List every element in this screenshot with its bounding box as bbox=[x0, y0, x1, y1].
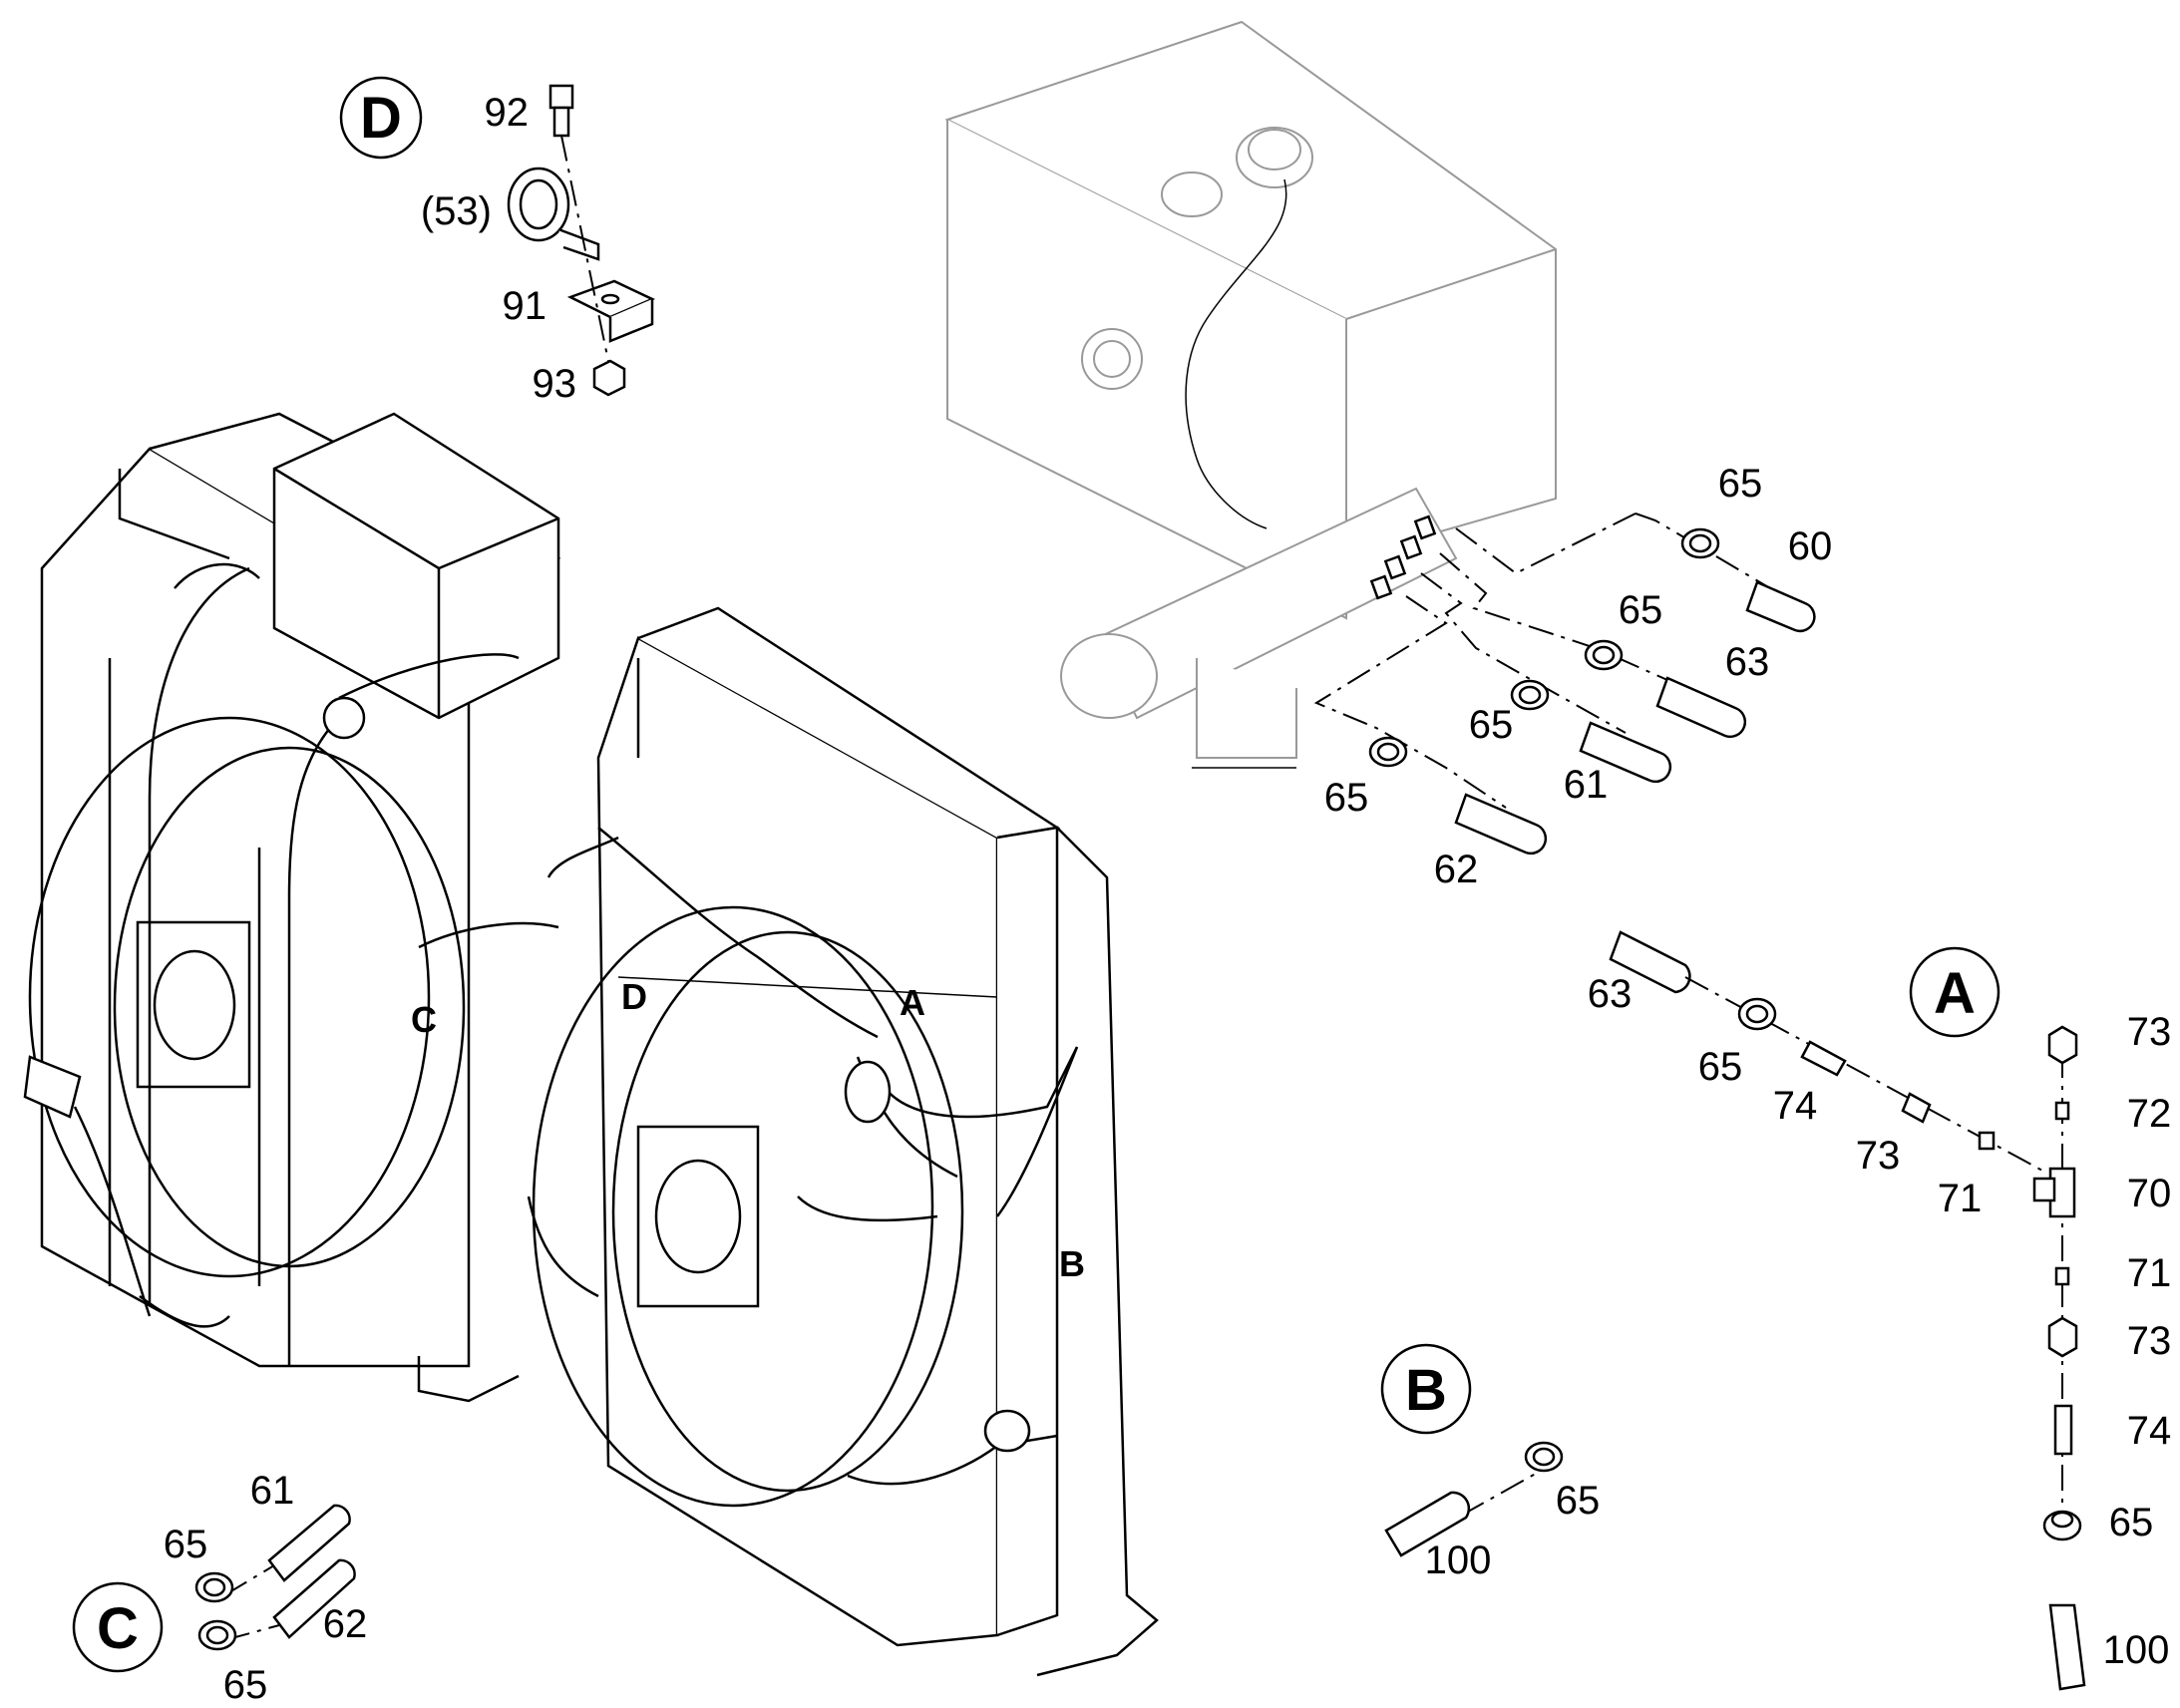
detail-d-marker bbox=[339, 76, 423, 160]
fitting-74 bbox=[1800, 1040, 1847, 1077]
callout-label: 73 bbox=[2127, 1319, 2172, 1363]
callout-label: 65 bbox=[164, 1523, 208, 1566]
detail-b-marker bbox=[1380, 1343, 1472, 1435]
callout-label: 62 bbox=[1434, 848, 1479, 891]
detail-c-letter: C bbox=[97, 1596, 139, 1661]
detail-a-marker bbox=[1909, 946, 2000, 1038]
nut-73 bbox=[2047, 1025, 2078, 1065]
hose-clamp-part bbox=[197, 1619, 237, 1651]
detail-d-letter: D bbox=[360, 86, 402, 151]
locator-b: B bbox=[1059, 1243, 1085, 1284]
callout-label: 71 bbox=[2127, 1251, 2172, 1295]
screw-part bbox=[548, 84, 574, 138]
fitting-74 bbox=[2053, 1404, 2073, 1456]
detail-c: C 61 65 62 65 bbox=[72, 1469, 368, 1707]
hose-clamp-part bbox=[1584, 639, 1624, 671]
callout-label: 100 bbox=[1425, 1538, 1492, 1582]
callout-label: 63 bbox=[1725, 640, 1770, 684]
detail-b: B 65 100 bbox=[1380, 1343, 1601, 1582]
callout-label: 72 bbox=[2127, 1092, 2172, 1136]
callout-label: 60 bbox=[1788, 524, 1833, 568]
callout-label: 65 bbox=[1698, 1045, 1743, 1089]
callout-label: 74 bbox=[1773, 1084, 1818, 1128]
hose-61 bbox=[1579, 721, 1672, 784]
callout-label: 71 bbox=[1938, 1177, 1983, 1220]
callout-label: 62 bbox=[323, 1602, 368, 1646]
locator-d: D bbox=[621, 976, 647, 1017]
callout-label: 65 bbox=[1619, 588, 1663, 632]
callout-label: 65 bbox=[2109, 1501, 2154, 1544]
callout-label: 63 bbox=[1588, 972, 1633, 1016]
bracket-part bbox=[566, 279, 656, 343]
callout-label: 100 bbox=[2103, 1628, 2170, 1672]
callout-label: 93 bbox=[533, 362, 577, 406]
nut-part bbox=[592, 359, 626, 397]
detail-a-letter: A bbox=[1934, 961, 1976, 1026]
callout-label: 61 bbox=[1564, 763, 1609, 807]
callout-label: 65 bbox=[1556, 1479, 1601, 1523]
radiator-assembly: C D A B bbox=[23, 412, 1159, 1677]
tank-hose-explosion: 65 60 65 63 65 61 65 62 bbox=[1313, 462, 1833, 891]
callout-label: 74 bbox=[2127, 1409, 2172, 1453]
hose-100 bbox=[1384, 1491, 1471, 1557]
hose-61 bbox=[267, 1504, 351, 1582]
detail-a: A 63 65 74 73 71 73 72 70 bbox=[1588, 930, 2172, 1691]
callout-label: 92 bbox=[485, 91, 530, 135]
callout-label: 70 bbox=[2127, 1172, 2172, 1215]
hose-clamp-part bbox=[1368, 736, 1408, 768]
clamp-part bbox=[507, 167, 600, 261]
hose-clamp-part bbox=[1510, 679, 1550, 711]
hose-63 bbox=[1609, 930, 1691, 994]
locator-a: A bbox=[900, 982, 925, 1023]
locator-c: C bbox=[411, 999, 437, 1040]
hose-62 bbox=[1454, 793, 1548, 855]
callout-label: 73 bbox=[2127, 1010, 2172, 1054]
hose-clamp-part bbox=[1680, 527, 1720, 559]
detail-c-marker bbox=[72, 1581, 164, 1673]
callout-label: 65 bbox=[1718, 462, 1763, 506]
callout-label: 65 bbox=[1469, 703, 1514, 747]
ferrule-71 bbox=[2054, 1266, 2070, 1286]
hose-60 bbox=[1745, 580, 1816, 633]
detail-b-letter: B bbox=[1405, 1358, 1447, 1423]
callout-label: 73 bbox=[1856, 1134, 1901, 1178]
hose-100 bbox=[2048, 1603, 2086, 1691]
callout-label: 91 bbox=[503, 284, 547, 328]
callout-label: 65 bbox=[1324, 776, 1369, 820]
nut-73 bbox=[1901, 1092, 1932, 1124]
callout-label: 65 bbox=[223, 1663, 268, 1707]
ferrule-72 bbox=[2054, 1101, 2070, 1121]
ferrule-71 bbox=[1978, 1131, 1996, 1151]
expansion-tank-assembly bbox=[944, 20, 1557, 769]
callout-label: (53) bbox=[421, 189, 492, 233]
hose-63 bbox=[1655, 676, 1747, 739]
nut-73 bbox=[2047, 1316, 2078, 1358]
tee-70 bbox=[2032, 1167, 2076, 1218]
hose-clamp-part bbox=[2042, 1510, 2082, 1541]
hose-clamp-part bbox=[1737, 997, 1777, 1031]
hose-clamp-part bbox=[1524, 1441, 1564, 1473]
hose-62 bbox=[272, 1558, 356, 1639]
callout-label: 61 bbox=[250, 1469, 295, 1513]
detail-d: D 92 (53) 91 93 bbox=[339, 76, 656, 406]
hose-clamp-part bbox=[194, 1571, 234, 1603]
